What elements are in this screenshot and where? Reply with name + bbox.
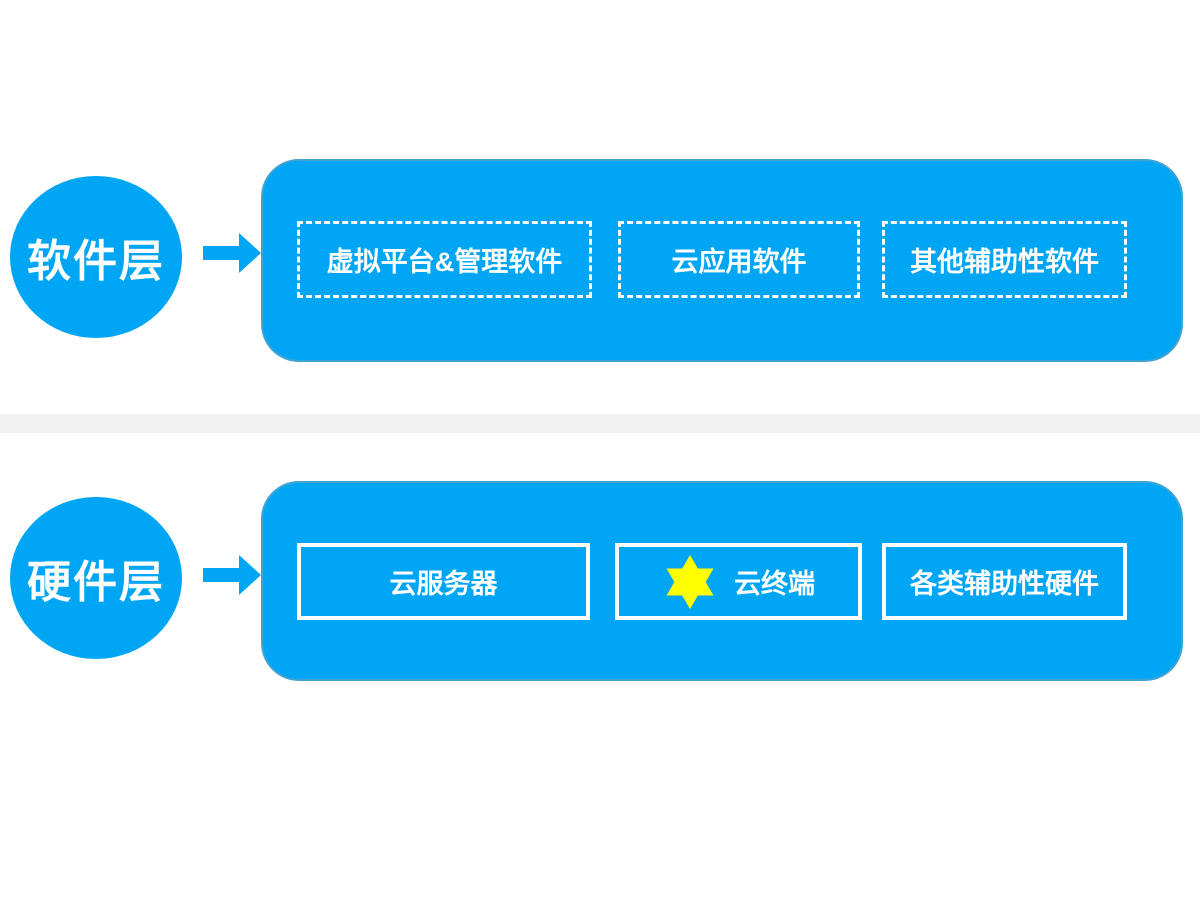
software-item-other-auxiliary-software-label: 其他辅助性软件 — [910, 247, 1099, 277]
hardware-item-cloud-server-label: 云服务器 — [389, 569, 498, 599]
software-item-other-auxiliary-software: 其他辅助性软件 — [882, 221, 1127, 298]
six-pointed-star-icon — [666, 554, 714, 609]
section-divider — [0, 414, 1200, 433]
software-layer-circle: 软件层 — [10, 176, 182, 338]
hardware-layer-circle: 硬件层 — [10, 497, 182, 659]
software-item-cloud-apps: 云应用软件 — [618, 221, 860, 298]
hardware-layer-label: 硬件层 — [27, 558, 165, 607]
hardware-item-cloud-terminal: 云终端 — [615, 543, 862, 620]
software-item-cloud-apps-label: 云应用软件 — [671, 247, 807, 277]
software-item-virtual-platform: 虚拟平台&管理软件 — [297, 221, 592, 298]
hardware-item-cloud-terminal-label: 云终端 — [734, 569, 815, 599]
right-arrow-icon — [203, 555, 261, 595]
hardware-item-cloud-server: 云服务器 — [297, 543, 590, 620]
hardware-item-other-auxiliary-hardware: 各类辅助性硬件 — [882, 543, 1127, 620]
software-item-virtual-platform-label: 虚拟平台&管理软件 — [326, 247, 563, 277]
software-layer-label: 软件层 — [27, 237, 165, 286]
right-arrow-icon — [203, 233, 261, 273]
hardware-item-other-auxiliary-hardware-label: 各类辅助性硬件 — [910, 569, 1099, 599]
